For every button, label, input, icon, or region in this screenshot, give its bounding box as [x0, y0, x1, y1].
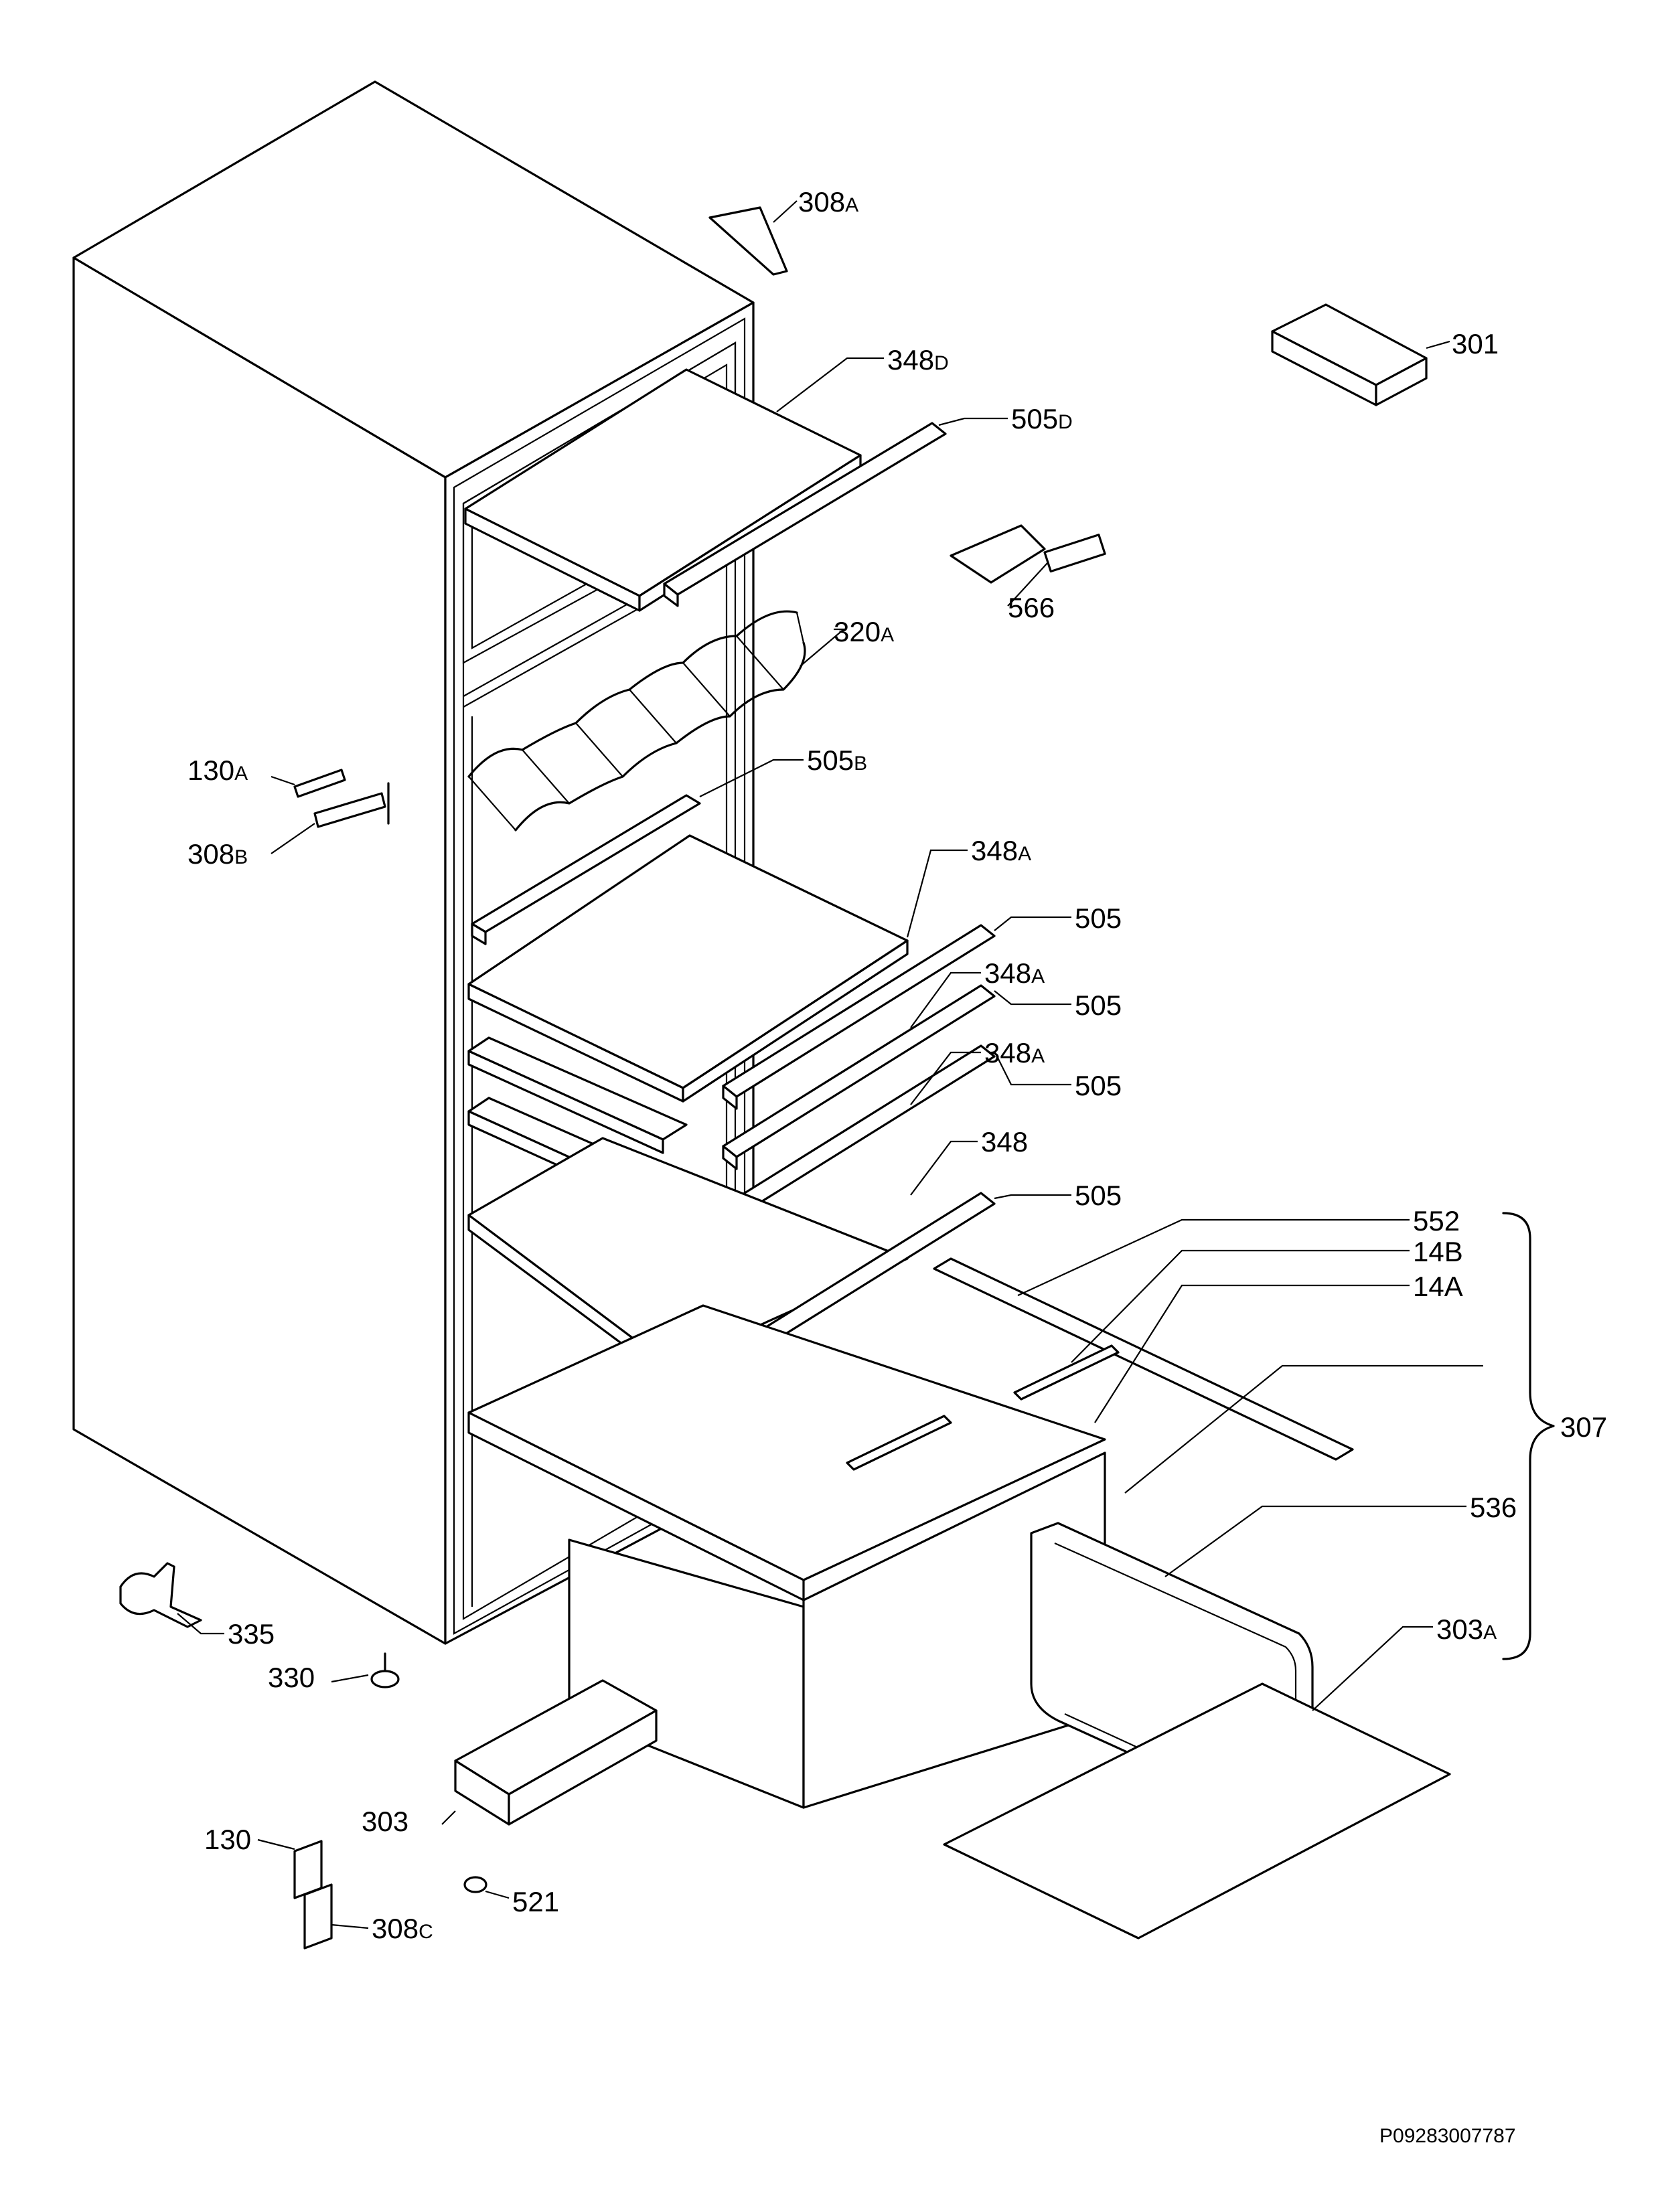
hinge-308c — [303, 1883, 333, 1950]
ice-scoop-566 — [950, 524, 1106, 584]
part-label-14b: 14B — [1413, 1236, 1463, 1267]
hinge-308b — [313, 782, 390, 828]
part-label-suffix-348a-3: A — [1031, 1045, 1045, 1067]
part-label-505b: 505B — [807, 744, 867, 776]
cover-plate-303a — [943, 1682, 1451, 1940]
bracket-308a — [708, 206, 788, 276]
part-label-suffix-348a-2: A — [1031, 965, 1045, 988]
screw-521 — [463, 1876, 487, 1893]
part-label-348a-1: 348A — [971, 835, 1031, 866]
leader-lines — [177, 200, 1483, 1929]
part-label-suffix-505b: B — [854, 753, 867, 775]
part-label-330: 330 — [268, 1662, 315, 1693]
shelf-348a-2 — [467, 1036, 688, 1154]
part-label-suffix-505d: D — [1058, 411, 1073, 433]
part-label-335: 335 — [228, 1618, 275, 1650]
part-label-suffix-303a: A — [1483, 1622, 1497, 1644]
shelf-trim-505b — [471, 794, 701, 945]
part-label-303: 303 — [362, 1806, 408, 1837]
part-label-suffix-308c: C — [419, 1921, 433, 1943]
shelf-trim-505-2 — [722, 984, 996, 1170]
part-label-348: 348 — [981, 1126, 1028, 1158]
part-label-suffix-348d: D — [934, 352, 949, 374]
part-label-505-1: 505 — [1075, 902, 1122, 934]
group-bracket-307 — [1502, 1212, 1555, 1660]
part-label-suffix-320a: A — [881, 624, 894, 646]
part-label-307: 307 — [1560, 1411, 1607, 1443]
part-label-348a-2: 348A — [984, 957, 1045, 989]
rail-552 — [933, 1257, 1354, 1461]
crisper-drawer-307 — [467, 1304, 1106, 1809]
part-label-suffix-348a-1: A — [1018, 843, 1031, 865]
part-label-552: 552 — [1413, 1205, 1460, 1237]
part-label-308a: 308A — [798, 186, 858, 218]
document-code: P09283007787 — [1379, 2125, 1516, 2147]
part-label-566: 566 — [1008, 592, 1055, 623]
part-label-suffix-308b: B — [234, 846, 248, 868]
ice-tray-301 — [1271, 303, 1428, 406]
part-label-suffix-130a: A — [234, 763, 248, 785]
bottle-rack-320a — [467, 610, 806, 832]
bracket-335 — [119, 1562, 202, 1628]
part-label-320a: 320A — [834, 616, 894, 647]
part-label-505-4: 505 — [1075, 1180, 1122, 1211]
part-label-505-3: 505 — [1075, 1070, 1122, 1101]
guide-14a — [846, 1415, 952, 1471]
part-label-536: 536 — [1470, 1492, 1517, 1523]
guide-14b — [1013, 1344, 1120, 1401]
part-label-505-2: 505 — [1075, 990, 1122, 1021]
shelf-trim-505-1 — [722, 924, 996, 1110]
part-label-348d: 348D — [887, 344, 949, 376]
foot-330 — [370, 1652, 400, 1688]
part-label-301: 301 — [1452, 328, 1499, 360]
cover-303 — [454, 1679, 658, 1826]
part-label-348a-3: 348A — [984, 1037, 1045, 1069]
shelf-348a-1 — [467, 834, 909, 1103]
part-label-suffix-308a: A — [845, 194, 858, 216]
part-label-303a: 303A — [1436, 1613, 1497, 1645]
hinge-cover-130a — [293, 769, 346, 798]
part-label-130: 130 — [204, 1824, 251, 1855]
part-label-521: 521 — [512, 1886, 559, 1917]
part-label-308c: 308C — [372, 1913, 433, 1944]
part-label-130a: 130A — [187, 755, 248, 786]
shelf-trim-505d — [663, 422, 947, 607]
part-label-505d: 505D — [1011, 403, 1073, 434]
part-label-14a: 14A — [1413, 1271, 1463, 1302]
